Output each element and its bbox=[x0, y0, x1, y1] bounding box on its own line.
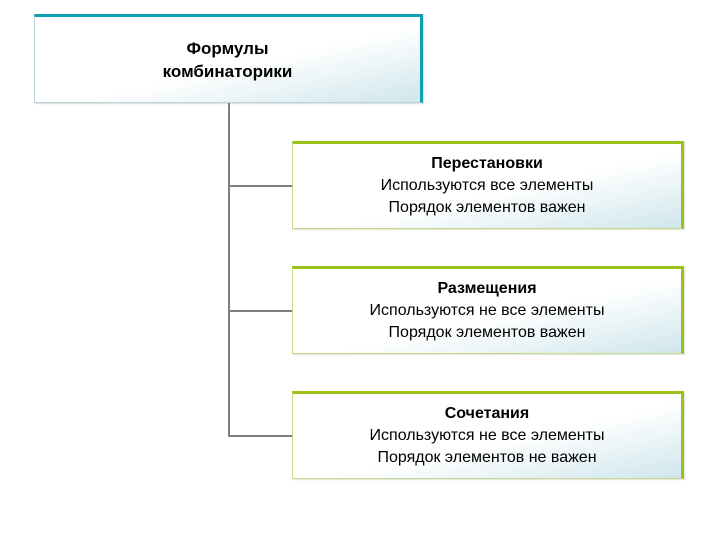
branch-connector-permutations bbox=[228, 185, 292, 187]
node-combinations: Сочетания Используются не все элементы П… bbox=[292, 391, 684, 479]
node-combinations-line2: Порядок элементов не важен bbox=[377, 449, 597, 466]
node-combinations-title: Сочетания bbox=[444, 405, 530, 422]
branch-connector-arrangements bbox=[228, 310, 292, 312]
root-node-title-line1: Формулы bbox=[186, 38, 269, 58]
node-combinations-line1: Используются не все элементы bbox=[369, 427, 605, 444]
root-node-title-line2: комбинаторики bbox=[162, 61, 293, 81]
node-permutations-line2: Порядок элементов важен bbox=[388, 199, 586, 216]
trunk-connector-line bbox=[228, 103, 230, 437]
branch-connector-combinations bbox=[228, 435, 292, 437]
node-permutations: Перестановки Используются все элементы П… bbox=[292, 141, 684, 229]
root-node-combinatorics-formulas: Формулы комбинаторики bbox=[34, 14, 423, 103]
node-permutations-title: Перестановки bbox=[431, 155, 543, 172]
node-arrangements-line2: Порядок элементов важен bbox=[388, 324, 586, 341]
node-arrangements: Размещения Используются не все элементы … bbox=[292, 266, 684, 354]
node-arrangements-line1: Используются не все элементы bbox=[369, 302, 605, 319]
node-arrangements-title: Размещения bbox=[437, 280, 537, 297]
node-permutations-line1: Используются все элементы bbox=[380, 177, 594, 194]
